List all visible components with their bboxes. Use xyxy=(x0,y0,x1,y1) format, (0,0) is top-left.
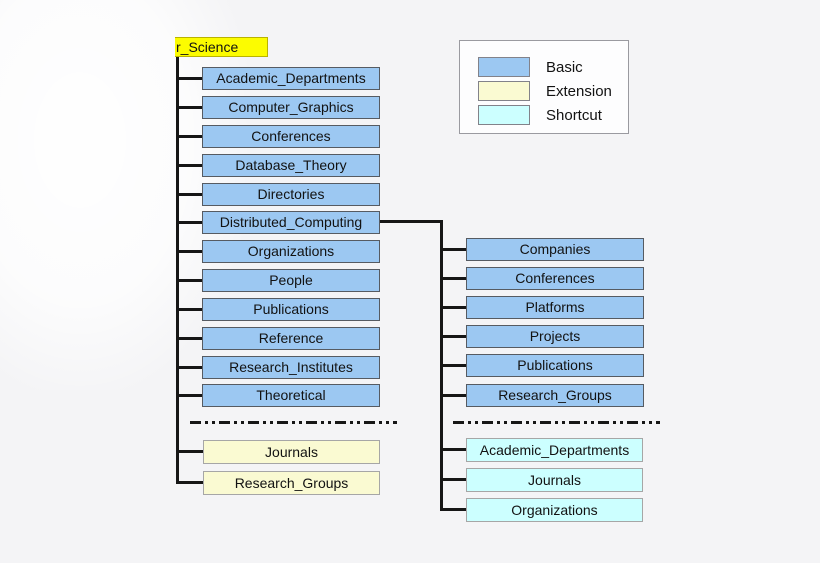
node-left-conferences: Conferences xyxy=(202,125,380,148)
node-left-database-theory: Database_Theory xyxy=(202,154,380,177)
legend-label-extension: Extension xyxy=(546,82,612,100)
connector-stub xyxy=(176,450,203,453)
legend: Basic Extension Shortcut xyxy=(459,40,629,134)
node-left-organizations: Organizations xyxy=(202,240,380,263)
node-left-journals: Journals xyxy=(203,440,380,464)
node-right-academic-departments: Academic_Departments xyxy=(466,438,643,462)
connector-stub xyxy=(176,394,202,397)
distributed-computing-branch-line xyxy=(379,220,443,223)
node-left-academic-departments: Academic_Departments xyxy=(202,67,380,90)
connector-stub xyxy=(176,337,202,340)
node-left-reference: Reference xyxy=(202,327,380,350)
node-left-theoretical: Theoretical xyxy=(202,384,380,407)
node-right-research-groups: Research_Groups xyxy=(466,384,644,407)
connector-stub xyxy=(440,478,466,481)
legend-row-basic: Basic xyxy=(460,57,628,77)
left-trunk-line xyxy=(176,57,179,484)
node-left-research-institutes: Research_Institutes xyxy=(202,356,380,379)
connector-stub xyxy=(176,250,202,253)
connector-stub xyxy=(176,77,202,80)
connector-stub xyxy=(440,508,466,511)
connector-stub xyxy=(440,448,466,451)
connector-stub xyxy=(176,481,203,484)
connector-stub xyxy=(440,394,466,397)
connector-stub xyxy=(176,193,202,196)
shortcut-boundary-dashed-line xyxy=(453,421,660,424)
node-left-research-groups: Research_Groups xyxy=(203,471,380,495)
connector-stub xyxy=(176,135,202,138)
node-right-organizations: Organizations xyxy=(466,498,643,522)
node-right-publications: Publications xyxy=(466,354,644,377)
node-right-projects: Projects xyxy=(466,325,644,348)
shortcut-color-swatch xyxy=(478,105,530,125)
node-right-companies: Companies xyxy=(466,238,644,261)
connector-stub xyxy=(176,221,202,224)
node-right-journals: Journals xyxy=(466,468,643,492)
node-left-people: People xyxy=(202,269,380,292)
node-right-platforms: Platforms xyxy=(466,296,644,319)
connector-stub xyxy=(440,248,466,251)
node-left-computer-graphics: Computer_Graphics xyxy=(202,96,380,119)
node-left-publications: Publications xyxy=(202,298,380,321)
connector-stub xyxy=(440,277,466,280)
connector-stub xyxy=(176,366,202,369)
legend-label-basic: Basic xyxy=(546,58,583,76)
legend-row-shortcut: Shortcut xyxy=(460,105,628,125)
legend-row-extension: Extension xyxy=(460,81,628,101)
connector-stub xyxy=(176,279,202,282)
connector-stub xyxy=(440,364,466,367)
node-root-science: r_Science xyxy=(175,37,268,57)
node-left-distributed-computing: Distributed_Computing xyxy=(202,211,380,234)
connector-stub xyxy=(176,308,202,311)
basic-color-swatch xyxy=(478,57,530,77)
connector-stub xyxy=(176,106,202,109)
extension-boundary-dashed-line xyxy=(190,421,397,424)
extension-color-swatch xyxy=(478,81,530,101)
connector-stub xyxy=(440,335,466,338)
node-right-conferences: Conferences xyxy=(466,267,644,290)
connector-stub xyxy=(176,164,202,167)
connector-stub xyxy=(440,306,466,309)
legend-label-shortcut: Shortcut xyxy=(546,106,602,124)
node-left-directories: Directories xyxy=(202,183,380,206)
